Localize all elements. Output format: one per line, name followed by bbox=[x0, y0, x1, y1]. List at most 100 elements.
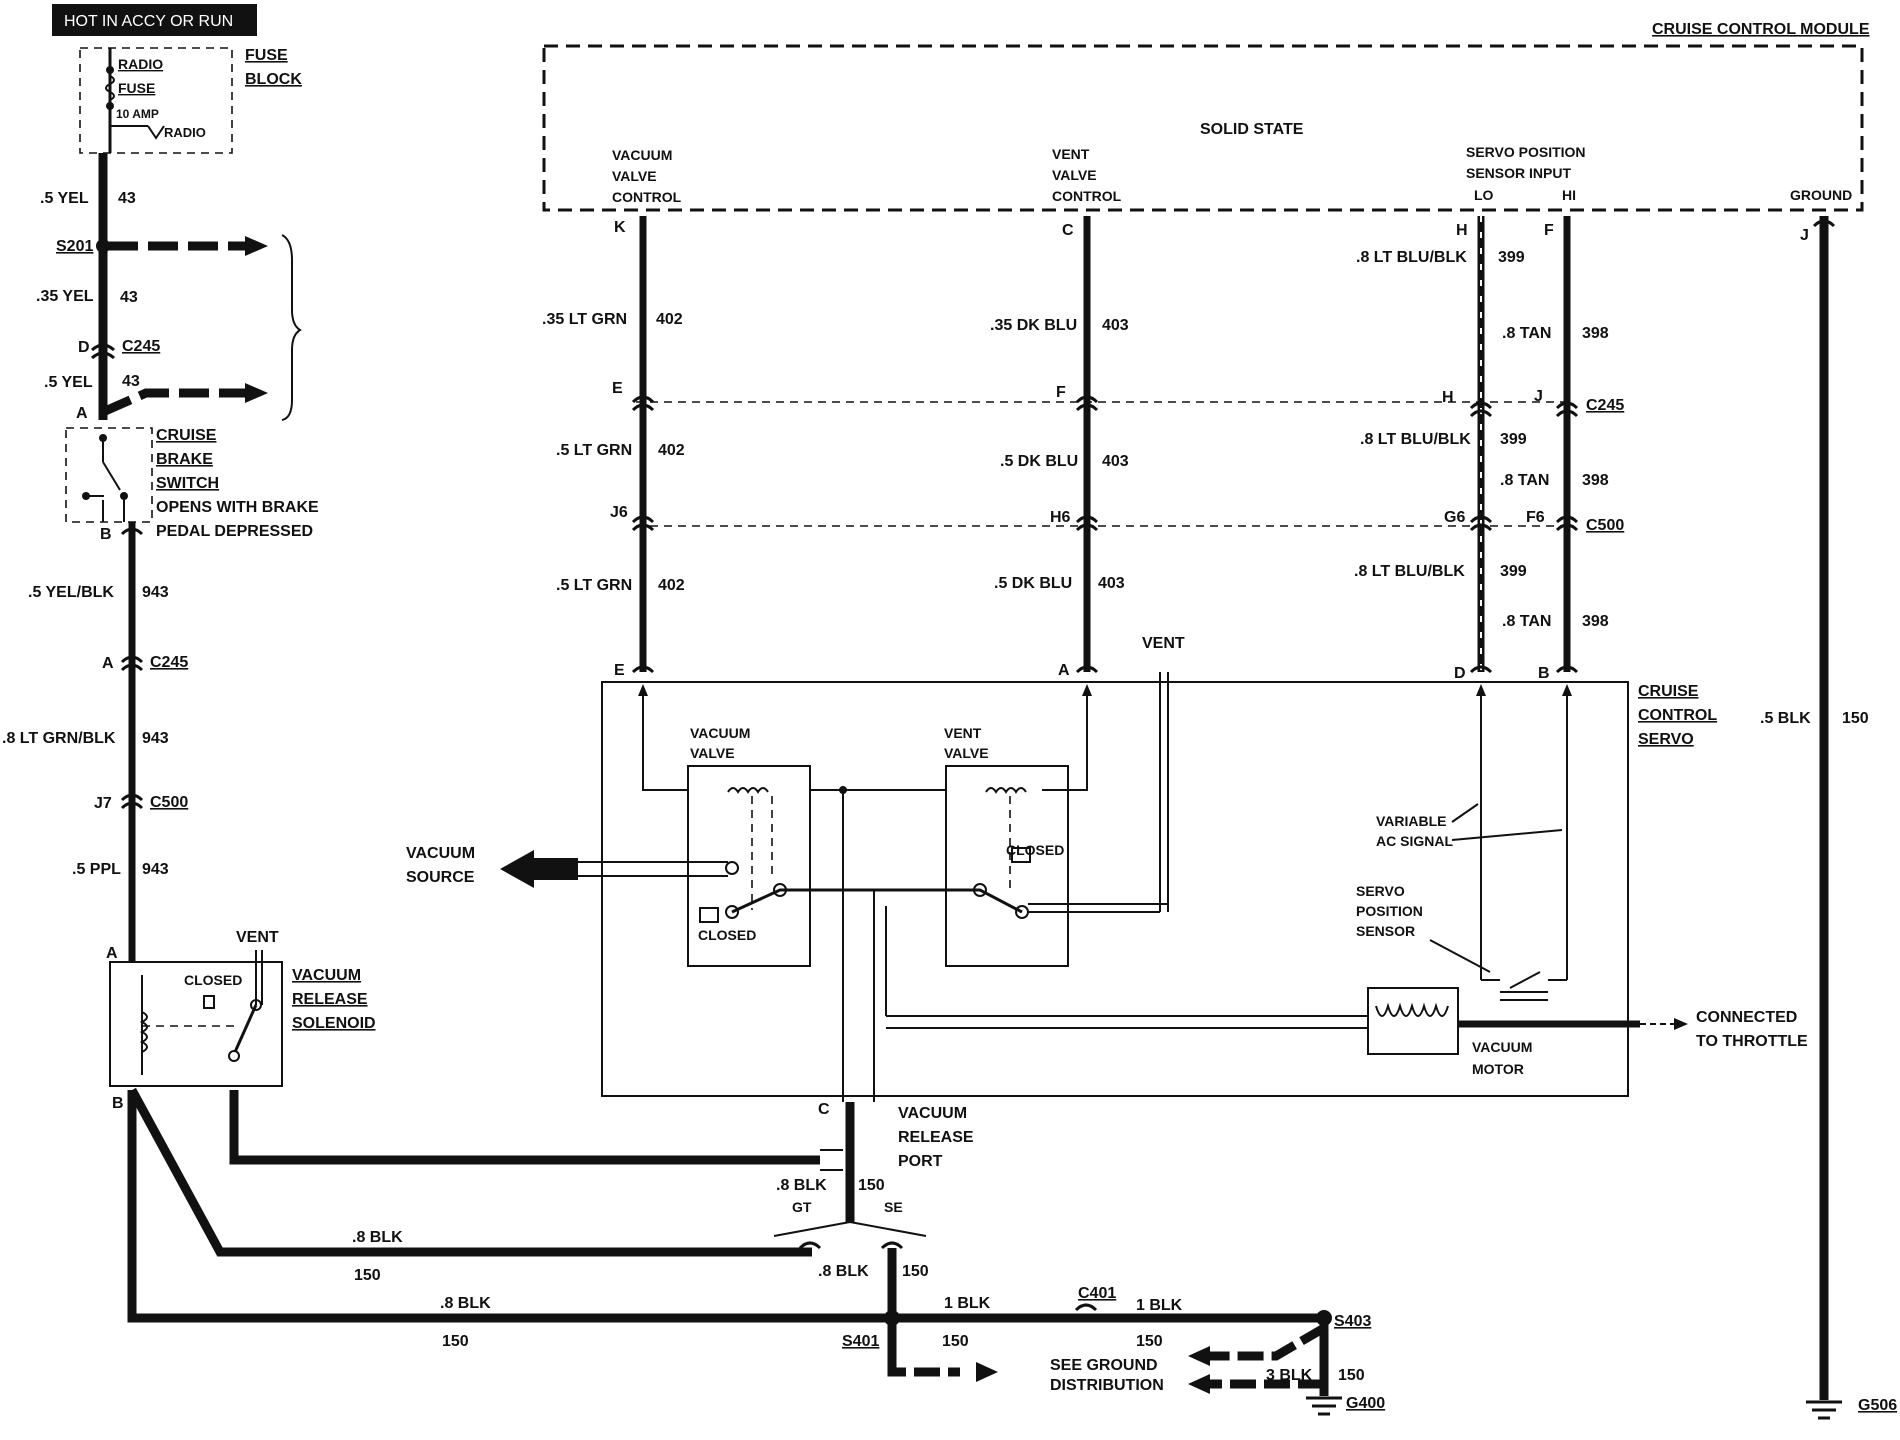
connector-icon bbox=[1812, 219, 1836, 228]
vacuum-motor-box bbox=[1367, 987, 1459, 1055]
circuit-number: 402 bbox=[656, 311, 683, 328]
wire-size: .8 TAN bbox=[1502, 325, 1551, 342]
brake-switch-box bbox=[65, 427, 153, 523]
wire-size: 1 BLK bbox=[1136, 1297, 1183, 1314]
circuit-number: 150 bbox=[902, 1263, 929, 1280]
se-label: SE bbox=[884, 1199, 903, 1215]
vent-valve-column: C .35 DK BLU 403 F .5 DK BLU 403 H6 .5 D… bbox=[990, 216, 1129, 679]
circuit-number: 150 bbox=[354, 1267, 381, 1284]
position-sensor-label-3: SENSOR bbox=[1356, 923, 1415, 939]
connector-icon bbox=[631, 395, 655, 412]
solenoid-label-1: VACUUM bbox=[292, 967, 361, 984]
arrow-right-icon bbox=[1674, 1018, 1688, 1030]
switch-label-2: BRAKE bbox=[156, 451, 213, 468]
connector-pin: J bbox=[1534, 388, 1543, 405]
vacuum-control-label-1: VACUUM bbox=[612, 147, 672, 163]
vent-control-label-2: VALVE bbox=[1052, 167, 1097, 183]
connector-icon bbox=[1075, 665, 1099, 674]
connector-pin: A bbox=[1058, 662, 1070, 679]
connector-pin: A bbox=[102, 655, 114, 672]
hi-label: HI bbox=[1562, 187, 1576, 203]
vacuum-source-label-1: VACUUM bbox=[406, 845, 475, 862]
circuit-number: 43 bbox=[120, 289, 138, 306]
fuse-icon bbox=[105, 75, 115, 101]
connector-icon bbox=[1469, 515, 1493, 532]
wire-size: .8 BLK bbox=[352, 1229, 403, 1246]
closed-port-icon bbox=[1011, 847, 1031, 863]
connector-pin: A bbox=[106, 945, 118, 962]
connector-icon bbox=[631, 665, 655, 674]
servo-lo-column: H .8 LT BLU/BLK 399 H .8 LT BLU/BLK 399 … bbox=[1354, 216, 1527, 682]
arrow-right-icon bbox=[976, 1362, 998, 1382]
module-name: CRUISE CONTROL MODULE bbox=[1652, 21, 1870, 38]
wire-size: .5 YEL bbox=[40, 190, 89, 207]
vent-closed-label: CLOSED bbox=[1006, 842, 1064, 858]
circuit-number: 403 bbox=[1102, 317, 1129, 334]
servo-input-label-1: SERVO POSITION bbox=[1466, 144, 1586, 160]
connector-pin: G6 bbox=[1444, 509, 1465, 526]
fuse-block: RADIO FUSE 10 AMP RADIO bbox=[79, 47, 233, 154]
connector-icon bbox=[1074, 1303, 1098, 1312]
port-label-3: PORT bbox=[898, 1153, 943, 1170]
connector-c245: C245 bbox=[122, 338, 160, 355]
port-label-1: VACUUM bbox=[898, 1105, 967, 1122]
vacuum-valve-label-2: VALVE bbox=[690, 745, 735, 761]
wire-size: .8 LT BLU/BLK bbox=[1360, 431, 1471, 448]
valve-linkage-icon bbox=[731, 888, 1023, 914]
connector-pin: B bbox=[112, 1095, 124, 1112]
connector-pin: F bbox=[1056, 384, 1066, 401]
throttle-label-1: CONNECTED bbox=[1696, 1009, 1797, 1026]
wire-size: .35 LT GRN bbox=[542, 311, 627, 328]
switch-note-2: PEDAL DEPRESSED bbox=[156, 523, 313, 540]
arrow-up-icon bbox=[638, 684, 648, 696]
connector-pin: B bbox=[100, 526, 112, 543]
ground-g506: G506 bbox=[1858, 1397, 1897, 1414]
variable-ac-label-2: AC SIGNAL bbox=[1376, 833, 1453, 849]
connector-icon bbox=[90, 343, 116, 360]
vacuum-closed-label: CLOSED bbox=[698, 927, 756, 943]
connector-icon bbox=[120, 527, 144, 536]
vacuum-source-label-2: SOURCE bbox=[406, 869, 475, 886]
wire-size: .5 PPL bbox=[72, 861, 121, 878]
circuit-number: 150 bbox=[942, 1333, 969, 1350]
wire-size: .5 BLK bbox=[1760, 710, 1811, 727]
switch-note-1: OPENS WITH BRAKE bbox=[156, 499, 319, 516]
circuit-number: 150 bbox=[1842, 710, 1869, 727]
position-sensor-icon bbox=[1500, 971, 1548, 1001]
switch-label-1: CRUISE bbox=[156, 427, 217, 444]
switch-contact-icon bbox=[102, 461, 121, 491]
radio-connection-icon bbox=[147, 125, 165, 140]
servo-input-label-2: SENSOR INPUT bbox=[1466, 165, 1571, 181]
arrow-up-icon bbox=[1082, 684, 1092, 696]
connector-pin: E bbox=[612, 380, 623, 397]
closed-port-icon bbox=[699, 907, 719, 923]
connector-pin: C bbox=[818, 1101, 830, 1118]
connector-pin: H6 bbox=[1050, 509, 1071, 526]
circuit-number: 943 bbox=[142, 584, 169, 601]
connector-icon bbox=[1469, 401, 1493, 418]
wire-size: .5 LT GRN bbox=[556, 577, 632, 594]
fuse-radio-label: RADIO bbox=[164, 125, 206, 140]
arrow-left-icon bbox=[1188, 1346, 1210, 1366]
wire-size: .5 DK BLU bbox=[994, 575, 1072, 592]
connector-icon bbox=[880, 1241, 904, 1250]
cruise-control-servo: CRUISE CONTROL SERVO VENT VACUUM VALVE C… bbox=[406, 635, 1808, 1170]
connector-icon bbox=[120, 655, 144, 672]
gt-label: GT bbox=[792, 1199, 812, 1215]
vent-valve-label-2: VALVE bbox=[944, 745, 989, 761]
vacuum-control-label-3: CONTROL bbox=[612, 189, 682, 205]
circuit-number: 943 bbox=[142, 730, 169, 747]
solenoid-label-3: SOLENOID bbox=[292, 1015, 376, 1032]
connector-pin: H bbox=[1456, 222, 1468, 239]
vacuum-motor-label-1: VACUUM bbox=[1472, 1039, 1532, 1055]
circuit-number: 399 bbox=[1500, 431, 1527, 448]
circuit-number: 150 bbox=[442, 1333, 469, 1350]
servo-label-1: CRUISE bbox=[1638, 683, 1699, 700]
wire-size: .35 YEL bbox=[36, 288, 94, 305]
fuse-rating: 10 AMP bbox=[116, 107, 159, 121]
splice-s401: S401 bbox=[842, 1333, 879, 1350]
servo-vent-label: VENT bbox=[1142, 635, 1185, 652]
wire-size: .8 TAN bbox=[1500, 472, 1549, 489]
ground-label: GROUND bbox=[1790, 187, 1852, 203]
